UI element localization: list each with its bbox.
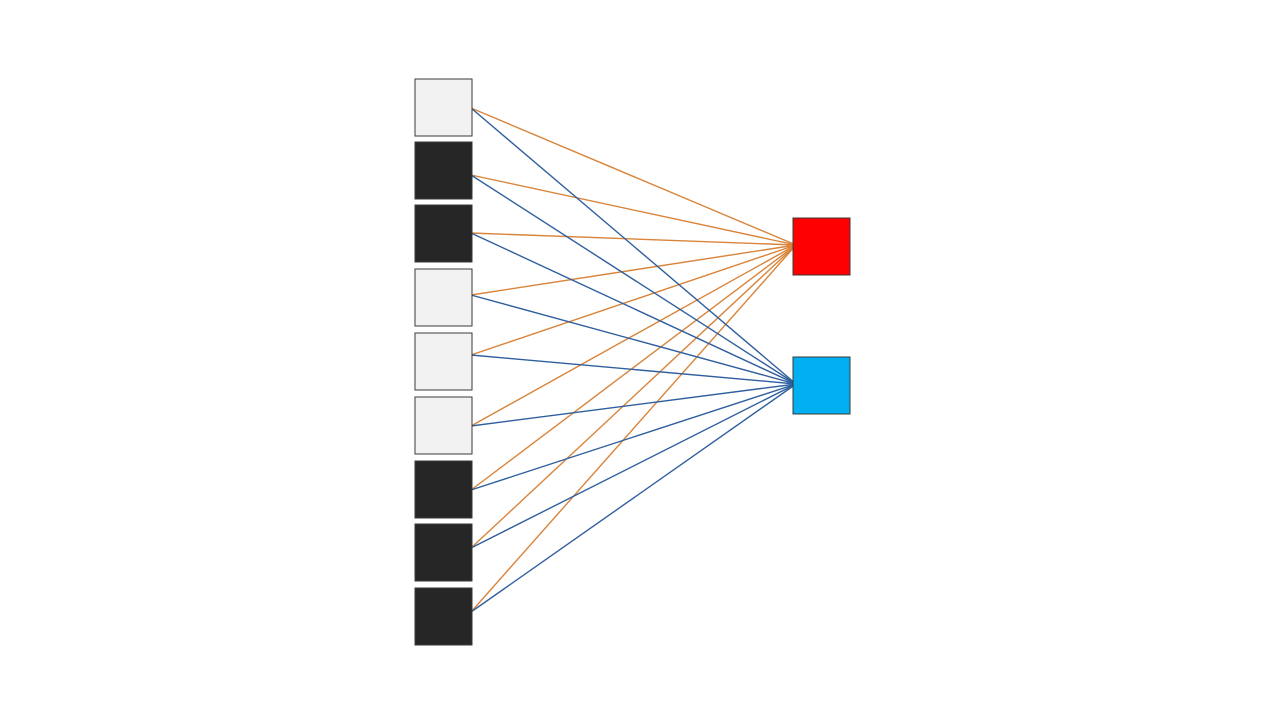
edge-input-5-to-blue <box>470 354 797 385</box>
edge-input-3-to-red <box>470 232 797 246</box>
output-node-blue <box>792 356 851 415</box>
input-node-9 <box>414 587 473 646</box>
edge-input-5-to-red <box>470 244 797 356</box>
edge-input-9-to-red <box>470 244 797 613</box>
edge-input-7-to-blue <box>470 383 797 491</box>
edge-input-6-to-blue <box>470 383 797 427</box>
input-node-3 <box>414 204 473 263</box>
edge-input-2-to-red <box>470 174 797 246</box>
input-node-8 <box>414 523 473 582</box>
edge-input-2-to-blue <box>470 174 797 385</box>
connection-lines <box>470 107 797 613</box>
input-node-2 <box>414 141 473 200</box>
edge-input-7-to-red <box>470 244 797 491</box>
edge-input-4-to-blue <box>470 294 797 385</box>
input-node-7 <box>414 460 473 519</box>
input-node-1 <box>414 78 473 137</box>
edge-input-3-to-blue <box>470 232 797 385</box>
edge-input-8-to-blue <box>470 383 797 549</box>
edge-input-1-to-red <box>470 107 797 246</box>
edge-input-4-to-red <box>470 244 797 296</box>
input-node-4 <box>414 268 473 327</box>
edge-input-8-to-red <box>470 244 797 549</box>
output-node-red <box>792 217 851 276</box>
input-node-5 <box>414 332 473 391</box>
edge-input-6-to-red <box>470 244 797 427</box>
edge-input-9-to-blue <box>470 383 797 613</box>
input-layer <box>414 78 473 646</box>
input-node-6 <box>414 396 473 455</box>
edge-input-1-to-blue <box>470 107 797 385</box>
output-layer <box>792 217 851 415</box>
